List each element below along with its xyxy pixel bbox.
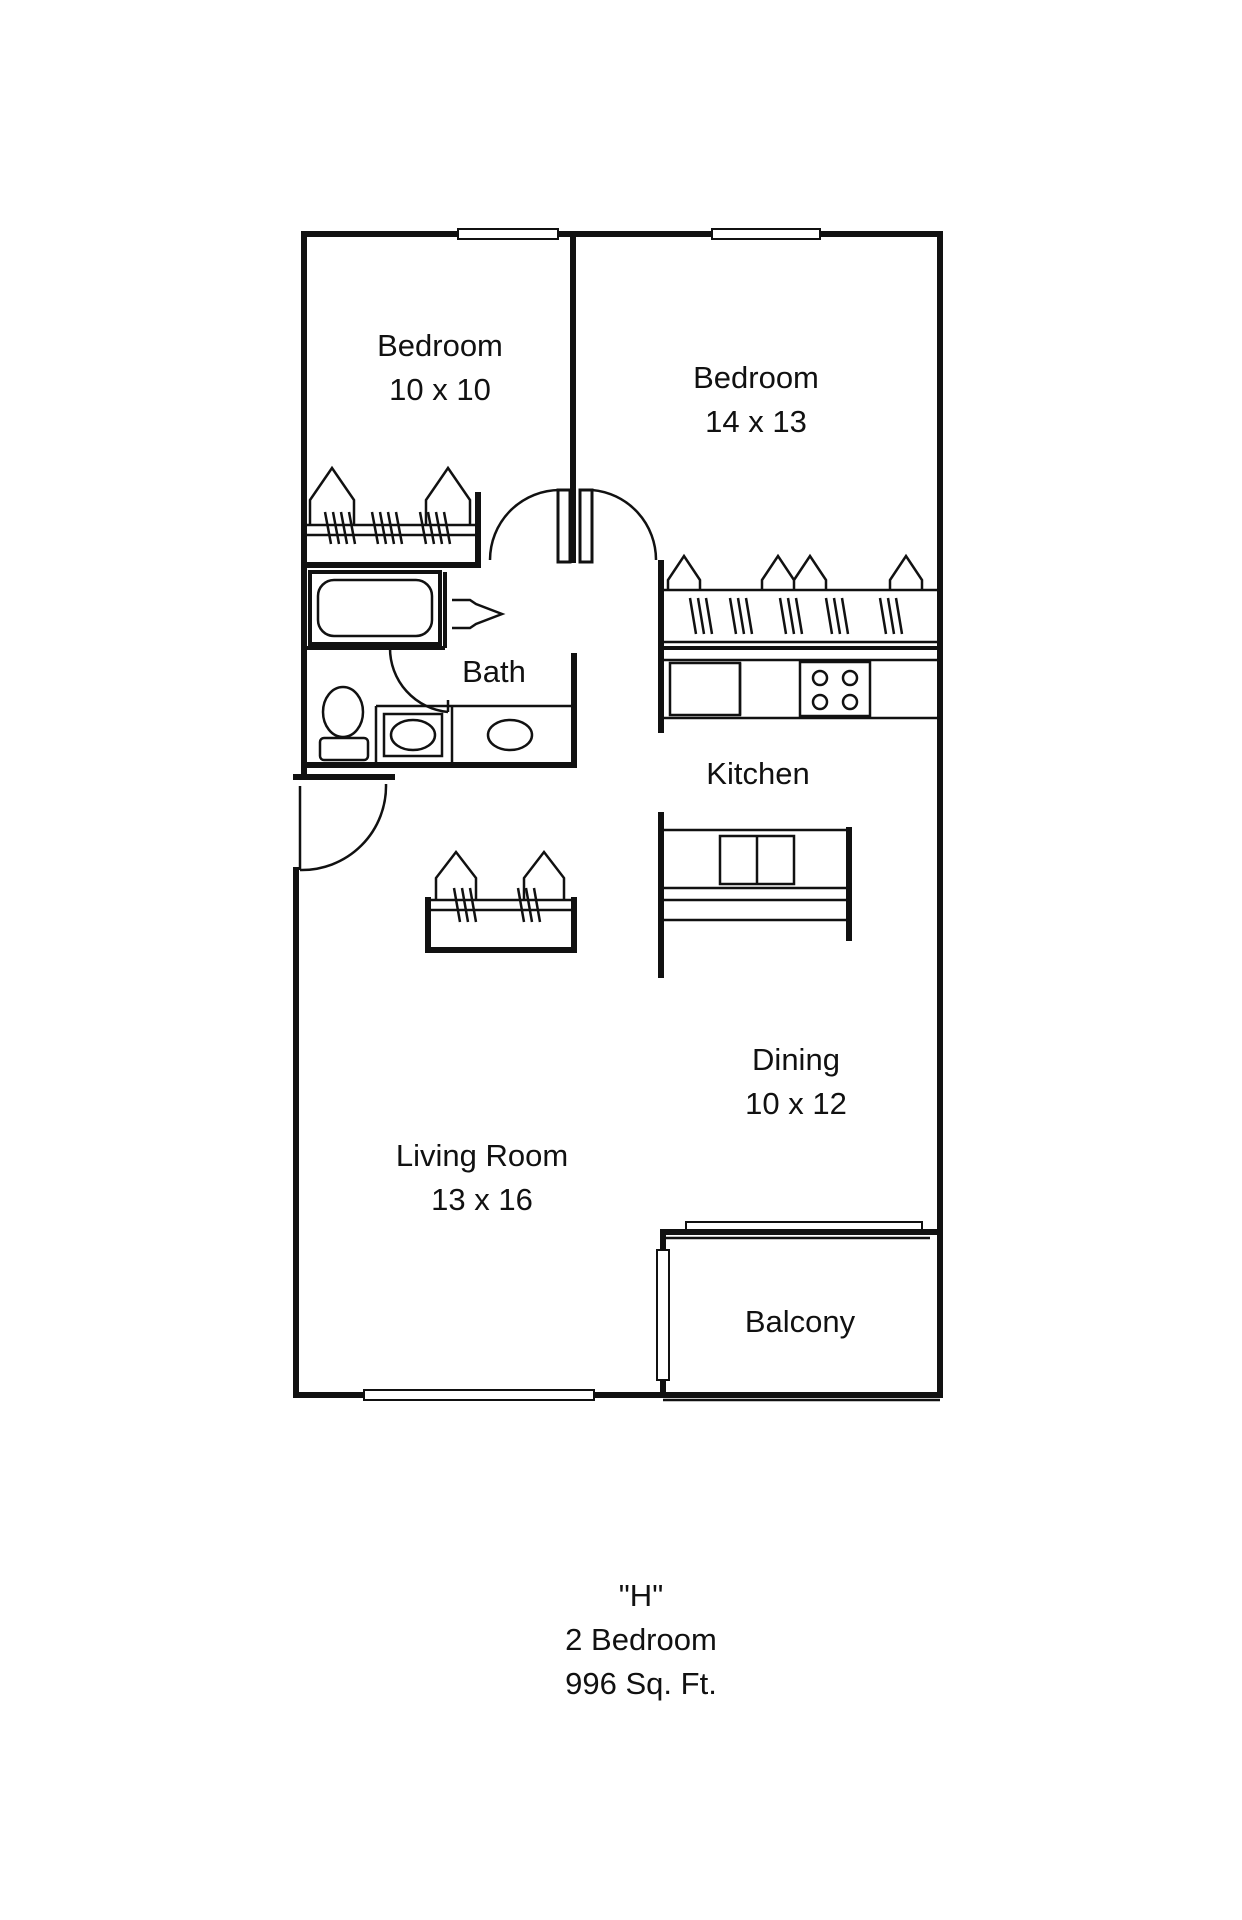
bedroom-doors xyxy=(488,488,658,564)
closet-bedroom-small xyxy=(304,465,478,545)
closet-bedroom-large xyxy=(661,553,940,650)
living-room: Living Room 13 x 16 xyxy=(396,1138,568,1217)
refrigerator xyxy=(668,661,742,717)
stove-icon xyxy=(798,660,872,718)
entry-door xyxy=(298,783,388,872)
sink-left-icon xyxy=(389,718,437,752)
bedroom-small-size: 10 x 10 xyxy=(389,372,491,407)
bedroom-large-size: 14 x 13 xyxy=(705,404,807,439)
window-bedroom-small xyxy=(457,228,559,240)
balcony-slider-door xyxy=(656,1249,670,1381)
bath: Bath xyxy=(301,570,577,768)
unit-label: "H" xyxy=(619,1578,663,1613)
balcony: Balcony xyxy=(656,1229,943,1402)
window-living-room xyxy=(363,1389,595,1401)
hall-closet xyxy=(425,849,577,953)
square-footage: 996 Sq. Ft. xyxy=(565,1666,717,1701)
living-room-name: Living Room xyxy=(396,1138,568,1173)
window-balcony xyxy=(685,1221,923,1231)
toilet-icon xyxy=(321,685,365,739)
balcony-name: Balcony xyxy=(745,1304,856,1339)
bath-name: Bath xyxy=(462,654,526,689)
sink-right-icon xyxy=(486,718,534,752)
kitchen-name: Kitchen xyxy=(706,756,809,791)
living-room-size: 13 x 16 xyxy=(431,1182,533,1217)
plan-caption: "H" 2 Bedroom 996 Sq. Ft. xyxy=(565,1578,717,1701)
windows xyxy=(363,228,923,1401)
bedroom-count: 2 Bedroom xyxy=(565,1622,717,1657)
bedroom-large: Bedroom 14 x 13 xyxy=(658,360,940,733)
exterior-walls xyxy=(293,231,943,1398)
dining-size: 10 x 12 xyxy=(745,1086,847,1121)
kitchen: Kitchen xyxy=(658,658,940,978)
dining-name: Dining xyxy=(752,1042,840,1077)
bathtub xyxy=(308,570,442,646)
bedroom-small: Bedroom 10 x 10 xyxy=(301,231,576,568)
bedroom-large-name: Bedroom xyxy=(693,360,819,395)
window-bedroom-large xyxy=(711,228,821,240)
bedroom-small-name: Bedroom xyxy=(377,328,503,363)
dining: Dining 10 x 12 xyxy=(745,1042,847,1121)
